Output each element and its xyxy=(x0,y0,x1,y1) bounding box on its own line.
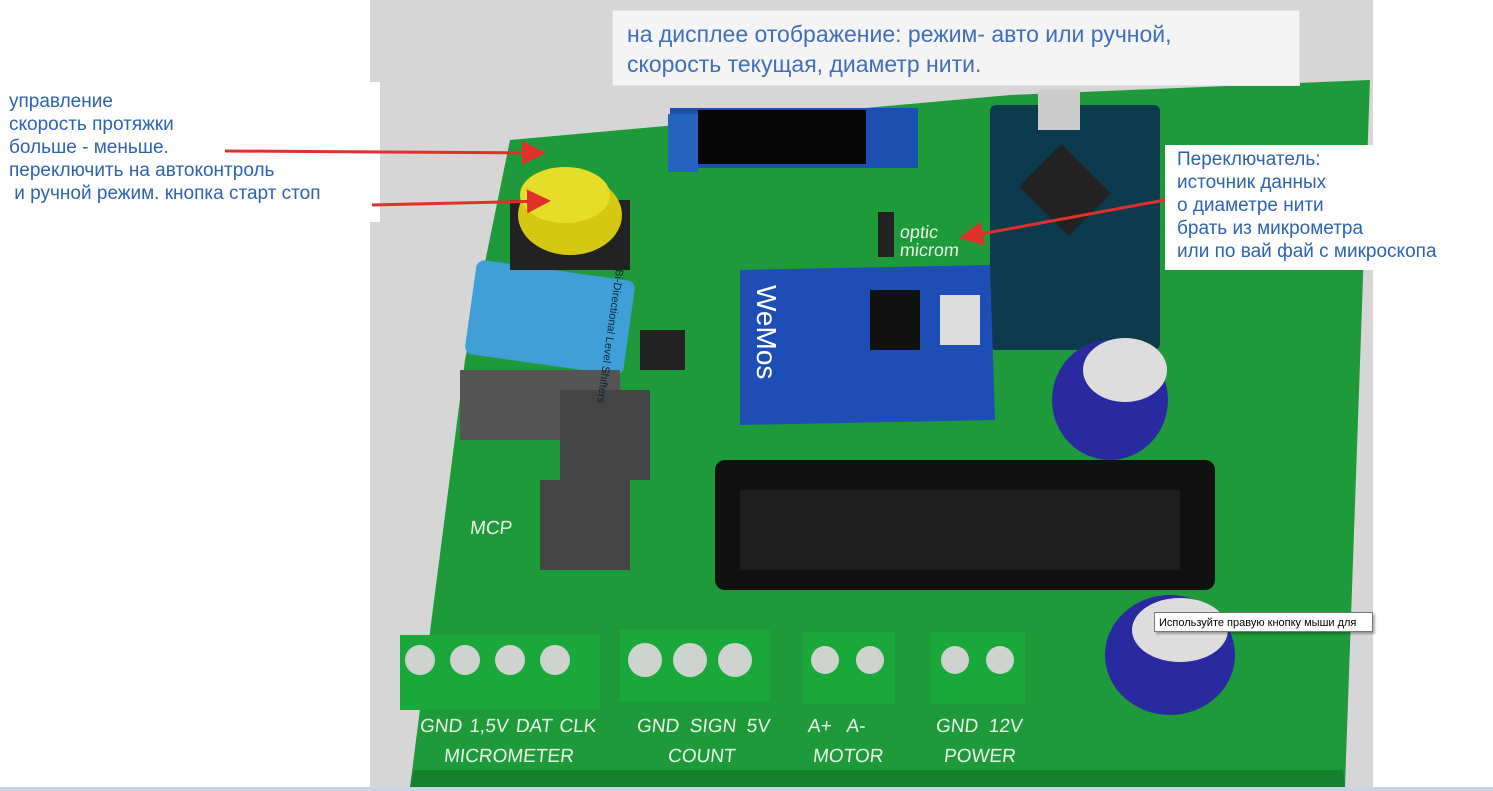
motor-pins: A+ A- xyxy=(806,716,867,737)
mcp-label: MCP xyxy=(468,518,514,539)
status-bar xyxy=(0,787,1493,791)
power-pins: GND 12V xyxy=(934,716,1024,737)
level-shifter xyxy=(465,260,635,375)
jumper-label-microm: microm xyxy=(899,240,961,260)
wemos-label: WeMos xyxy=(751,285,782,380)
power-label: POWER xyxy=(942,746,1017,767)
annotation-display: на дисплее отображение: режим- авто или … xyxy=(612,10,1300,86)
annotation-speed-control: управление скорость протяжки больше - ме… xyxy=(0,82,380,222)
micrometer-pins: GND 1,5V DAT CLK xyxy=(418,716,598,737)
count-label: COUNT xyxy=(666,746,737,767)
motor-label: MOTOR xyxy=(811,746,885,767)
count-pins: GND SIGN 5V xyxy=(635,716,772,737)
tooltip: Используйте правую кнопку мыши для xyxy=(1154,612,1373,632)
jumper-switch xyxy=(878,212,894,257)
micrometer-label: MICROMETER xyxy=(442,746,575,767)
pcb-render xyxy=(400,80,1370,787)
annotation-switch: Переключатель: источник данных о диаметр… xyxy=(1165,145,1493,270)
terminal-micrometer xyxy=(400,635,600,710)
wemos-module xyxy=(740,265,995,425)
3d-viewport[interactable]: WeMos optic microm Bi-Directional Level … xyxy=(370,0,1373,787)
